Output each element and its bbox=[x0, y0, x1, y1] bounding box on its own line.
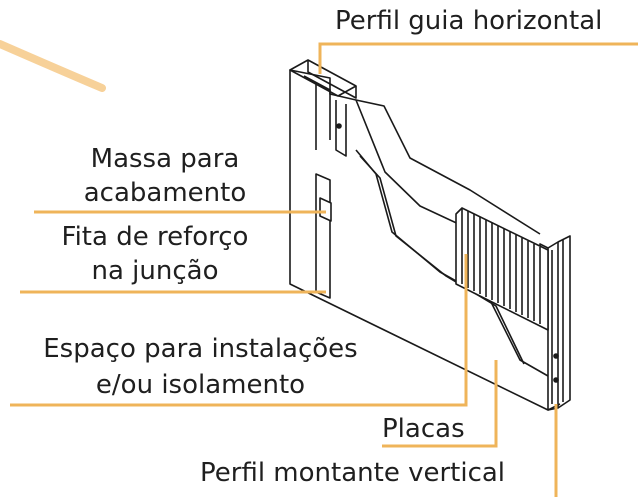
leader-perfil-guia bbox=[318, 42, 638, 74]
label-perfil-montante-vertical: Perfil montante vertical bbox=[200, 458, 506, 488]
label-placas: Placas bbox=[382, 414, 465, 444]
insulation-block bbox=[455, 207, 549, 331]
decorative-arc bbox=[0, 40, 106, 92]
joint-tape bbox=[315, 173, 331, 299]
cavity-cut-upper bbox=[355, 99, 541, 235]
stud-profile-top bbox=[335, 100, 347, 157]
label-perfil-guia-horizontal: Perfil guia horizontal bbox=[335, 6, 603, 36]
label-fita-line2: na junção bbox=[91, 256, 219, 286]
label-fita-line1: Fita de reforço bbox=[61, 222, 249, 252]
leader-espaco bbox=[10, 254, 468, 407]
wall-drawing bbox=[289, 59, 571, 411]
label-espaco-line1: Espaço para instalações bbox=[43, 334, 358, 364]
leader-lines bbox=[10, 42, 638, 497]
finishing-compound-patch bbox=[319, 197, 332, 222]
leader-placas bbox=[382, 360, 498, 448]
label-massa-line1: Massa para bbox=[90, 144, 240, 174]
label-massa-line2: acabamento bbox=[83, 178, 247, 208]
label-espaco-line2: e/ou isolamento bbox=[95, 370, 306, 400]
